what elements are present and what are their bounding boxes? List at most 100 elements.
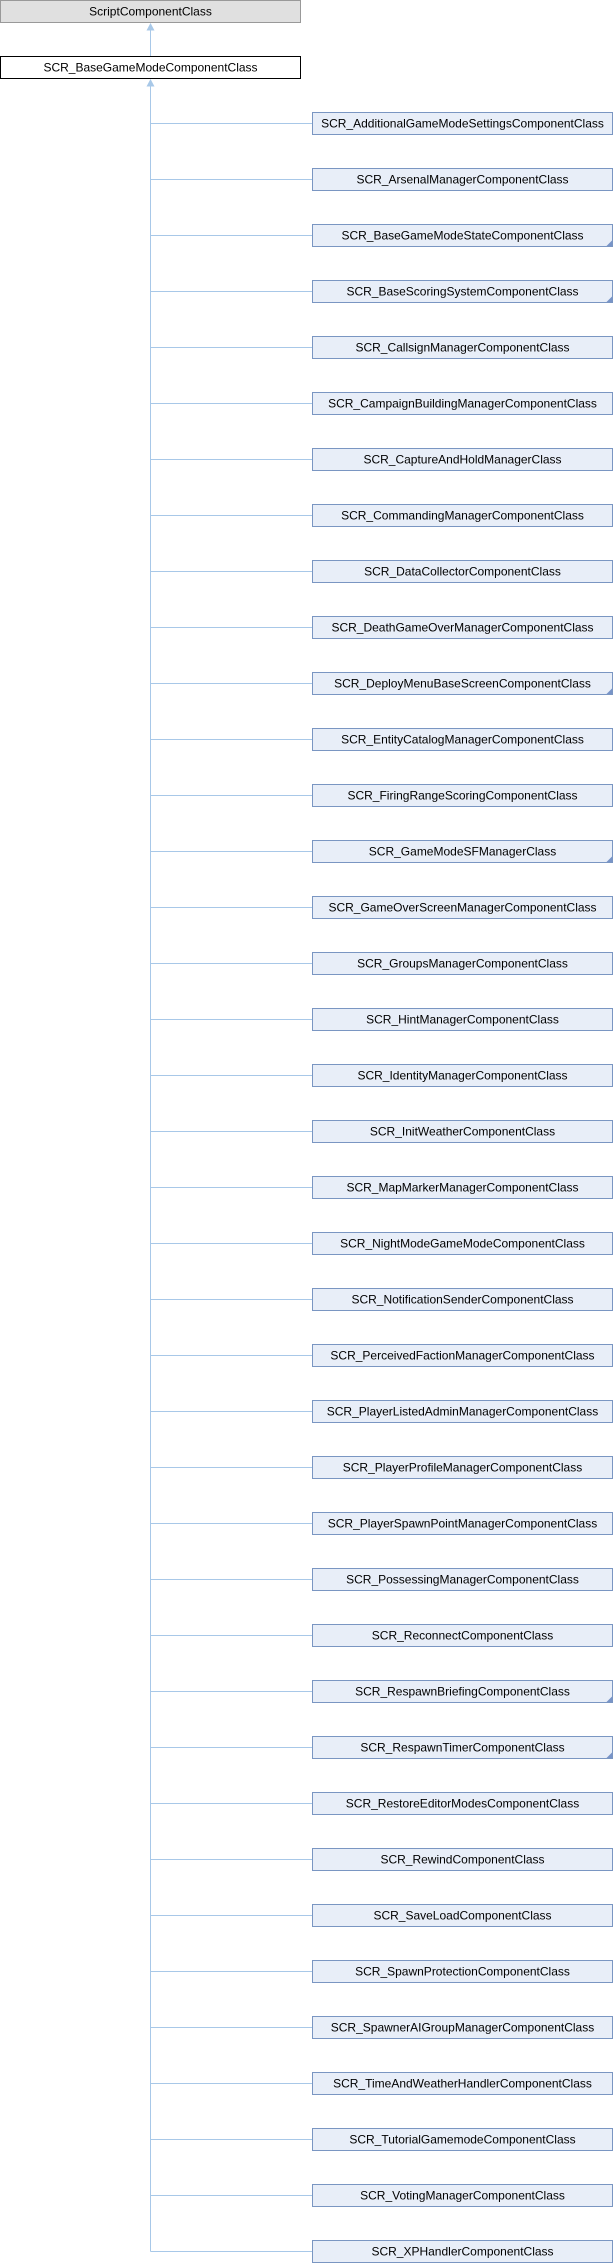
child-class-box bbox=[312, 1904, 613, 1927]
child-class-label: SCR_IdentityManagerComponentClass bbox=[357, 1069, 567, 1083]
child-class-node[interactable]: SCR_TutorialGamemodeComponentClass bbox=[312, 2128, 613, 2151]
child-class-box bbox=[312, 896, 613, 919]
child-class-label: SCR_NightModeGameModeComponentClass bbox=[340, 1237, 585, 1251]
child-class-label: SCR_CallsignManagerComponentClass bbox=[355, 341, 569, 355]
child-class-box bbox=[312, 840, 613, 863]
more-subclasses-marker bbox=[606, 1752, 612, 1758]
child-class-box bbox=[312, 672, 613, 695]
child-class-box bbox=[312, 2016, 613, 2039]
child-class-label: SCR_VotingManagerComponentClass bbox=[360, 2189, 565, 2203]
child-class-node[interactable]: SCR_SaveLoadComponentClass bbox=[312, 1904, 613, 1927]
child-class-label: SCR_PlayerProfileManagerComponentClass bbox=[343, 1461, 582, 1475]
child-class-box bbox=[312, 1624, 613, 1647]
child-class-label: SCR_RestoreEditorModesComponentClass bbox=[346, 1797, 579, 1811]
child-class-box bbox=[312, 1400, 613, 1423]
child-class-box bbox=[312, 448, 613, 471]
child-class-node[interactable]: SCR_VotingManagerComponentClass bbox=[312, 2184, 613, 2207]
child-class-node[interactable]: SCR_BaseScoringSystemComponentClass bbox=[312, 280, 613, 303]
child-class-node[interactable]: SCR_MapMarkerManagerComponentClass bbox=[312, 1176, 613, 1199]
child-class-box bbox=[312, 1008, 613, 1031]
child-class-node[interactable]: SCR_RespawnTimerComponentClass bbox=[312, 1736, 613, 1759]
child-class-box bbox=[312, 1456, 613, 1479]
child-class-label: SCR_AdditionalGameModeSettingsComponentC… bbox=[321, 117, 604, 131]
child-class-node[interactable]: SCR_PossessingManagerComponentClass bbox=[312, 1568, 613, 1591]
child-class-label: SCR_RewindComponentClass bbox=[380, 1853, 544, 1867]
child-class-node[interactable]: SCR_EntityCatalogManagerComponentClass bbox=[312, 728, 613, 751]
child-class-node[interactable]: SCR_RewindComponentClass bbox=[312, 1848, 613, 1871]
child-class-node[interactable]: SCR_RespawnBriefingComponentClass bbox=[312, 1680, 613, 1703]
base-node[interactable]: SCR_BaseGameModeComponentClass bbox=[0, 56, 301, 79]
child-class-box bbox=[312, 504, 613, 527]
child-class-node[interactable]: SCR_CaptureAndHoldManagerClass bbox=[312, 448, 613, 471]
child-class-box bbox=[312, 168, 613, 191]
child-class-node[interactable]: SCR_IdentityManagerComponentClass bbox=[312, 1064, 613, 1087]
child-class-box bbox=[312, 392, 613, 415]
child-class-node[interactable]: SCR_FiringRangeScoringComponentClass bbox=[312, 784, 613, 807]
child-class-node[interactable]: SCR_CampaignBuildingManagerComponentClas… bbox=[312, 392, 613, 415]
child-class-label: SCR_RespawnTimerComponentClass bbox=[360, 1741, 564, 1755]
child-class-box bbox=[312, 560, 613, 583]
child-class-label: SCR_TutorialGamemodeComponentClass bbox=[349, 2133, 575, 2147]
child-class-box bbox=[312, 1232, 613, 1255]
child-class-node[interactable]: SCR_ArsenalManagerComponentClass bbox=[312, 168, 613, 191]
child-class-node[interactable]: SCR_PerceivedFactionManagerComponentClas… bbox=[312, 1344, 613, 1367]
child-class-node[interactable]: SCR_SpawnerAIGroupManagerComponentClass bbox=[312, 2016, 613, 2039]
child-class-node[interactable]: SCR_SpawnProtectionComponentClass bbox=[312, 1960, 613, 1983]
child-class-label: SCR_SpawnProtectionComponentClass bbox=[355, 1965, 570, 1979]
child-class-label: SCR_RespawnBriefingComponentClass bbox=[355, 1685, 570, 1699]
child-class-box bbox=[312, 1736, 613, 1759]
child-class-box bbox=[312, 280, 613, 303]
child-class-label: SCR_FiringRangeScoringComponentClass bbox=[347, 789, 577, 803]
child-class-node[interactable]: SCR_DeathGameOverManagerComponentClass bbox=[312, 616, 613, 639]
child-class-box bbox=[312, 1344, 613, 1367]
child-class-box bbox=[312, 224, 613, 247]
child-class-box bbox=[312, 784, 613, 807]
child-class-box bbox=[312, 1176, 613, 1199]
child-class-node[interactable]: SCR_PlayerSpawnPointManagerComponentClas… bbox=[312, 1512, 613, 1535]
child-class-node[interactable]: SCR_GameModeSFManagerClass bbox=[312, 840, 613, 863]
root-node[interactable]: ScriptComponentClass bbox=[0, 0, 301, 23]
child-class-label: SCR_GroupsManagerComponentClass bbox=[357, 957, 568, 971]
child-class-node[interactable]: SCR_RestoreEditorModesComponentClass bbox=[312, 1792, 613, 1815]
child-class-box bbox=[312, 2072, 613, 2095]
child-class-label: SCR_CommandingManagerComponentClass bbox=[341, 509, 584, 523]
child-class-node[interactable]: SCR_NightModeGameModeComponentClass bbox=[312, 1232, 613, 1255]
child-class-box bbox=[312, 1120, 613, 1143]
child-class-node[interactable]: SCR_BaseGameModeStateComponentClass bbox=[312, 224, 613, 247]
child-class-label: SCR_ReconnectComponentClass bbox=[372, 1629, 553, 1643]
child-class-label: SCR_BaseGameModeStateComponentClass bbox=[341, 229, 583, 243]
child-class-node[interactable]: SCR_DataCollectorComponentClass bbox=[312, 560, 613, 583]
child-class-box bbox=[312, 2184, 613, 2207]
child-class-box bbox=[312, 2240, 613, 2263]
child-class-label: SCR_MapMarkerManagerComponentClass bbox=[346, 1181, 578, 1195]
child-class-label: SCR_XPHandlerComponentClass bbox=[371, 2245, 553, 2259]
child-class-node[interactable]: SCR_XPHandlerComponentClass bbox=[312, 2240, 613, 2263]
arrowhead-root bbox=[146, 23, 155, 31]
root-node-box bbox=[0, 0, 301, 23]
child-class-node[interactable]: SCR_NotificationSenderComponentClass bbox=[312, 1288, 613, 1311]
child-class-node[interactable]: SCR_CallsignManagerComponentClass bbox=[312, 336, 613, 359]
more-subclasses-marker bbox=[606, 240, 612, 246]
child-class-node[interactable]: SCR_TimeAndWeatherHandlerComponentClass bbox=[312, 2072, 613, 2095]
child-class-node[interactable]: SCR_DeployMenuBaseScreenComponentClass bbox=[312, 672, 613, 695]
child-class-label: SCR_DataCollectorComponentClass bbox=[364, 565, 561, 579]
inheritance-edges bbox=[146, 23, 313, 2252]
child-class-node[interactable]: SCR_PlayerProfileManagerComponentClass bbox=[312, 1456, 613, 1479]
child-class-label: SCR_GameOverScreenManagerComponentClass bbox=[328, 901, 596, 915]
child-class-label: SCR_TimeAndWeatherHandlerComponentClass bbox=[333, 2077, 592, 2091]
more-subclasses-marker bbox=[606, 296, 612, 302]
arrowhead-base bbox=[146, 79, 155, 87]
more-subclasses-marker bbox=[606, 1696, 612, 1702]
child-class-node[interactable]: SCR_ReconnectComponentClass bbox=[312, 1624, 613, 1647]
child-class-node[interactable]: SCR_PlayerListedAdminManagerComponentCla… bbox=[312, 1400, 613, 1423]
child-class-label: SCR_GameModeSFManagerClass bbox=[369, 845, 556, 859]
child-class-node[interactable]: SCR_GameOverScreenManagerComponentClass bbox=[312, 896, 613, 919]
child-class-node[interactable]: SCR_HintManagerComponentClass bbox=[312, 1008, 613, 1031]
child-class-label: SCR_HintManagerComponentClass bbox=[366, 1013, 559, 1027]
child-class-node[interactable]: SCR_AdditionalGameModeSettingsComponentC… bbox=[312, 112, 613, 135]
child-class-node[interactable]: SCR_CommandingManagerComponentClass bbox=[312, 504, 613, 527]
child-class-node[interactable]: SCR_InitWeatherComponentClass bbox=[312, 1120, 613, 1143]
child-class-node[interactable]: SCR_GroupsManagerComponentClass bbox=[312, 952, 613, 975]
child-class-label: SCR_SpawnerAIGroupManagerComponentClass bbox=[331, 2021, 594, 2035]
